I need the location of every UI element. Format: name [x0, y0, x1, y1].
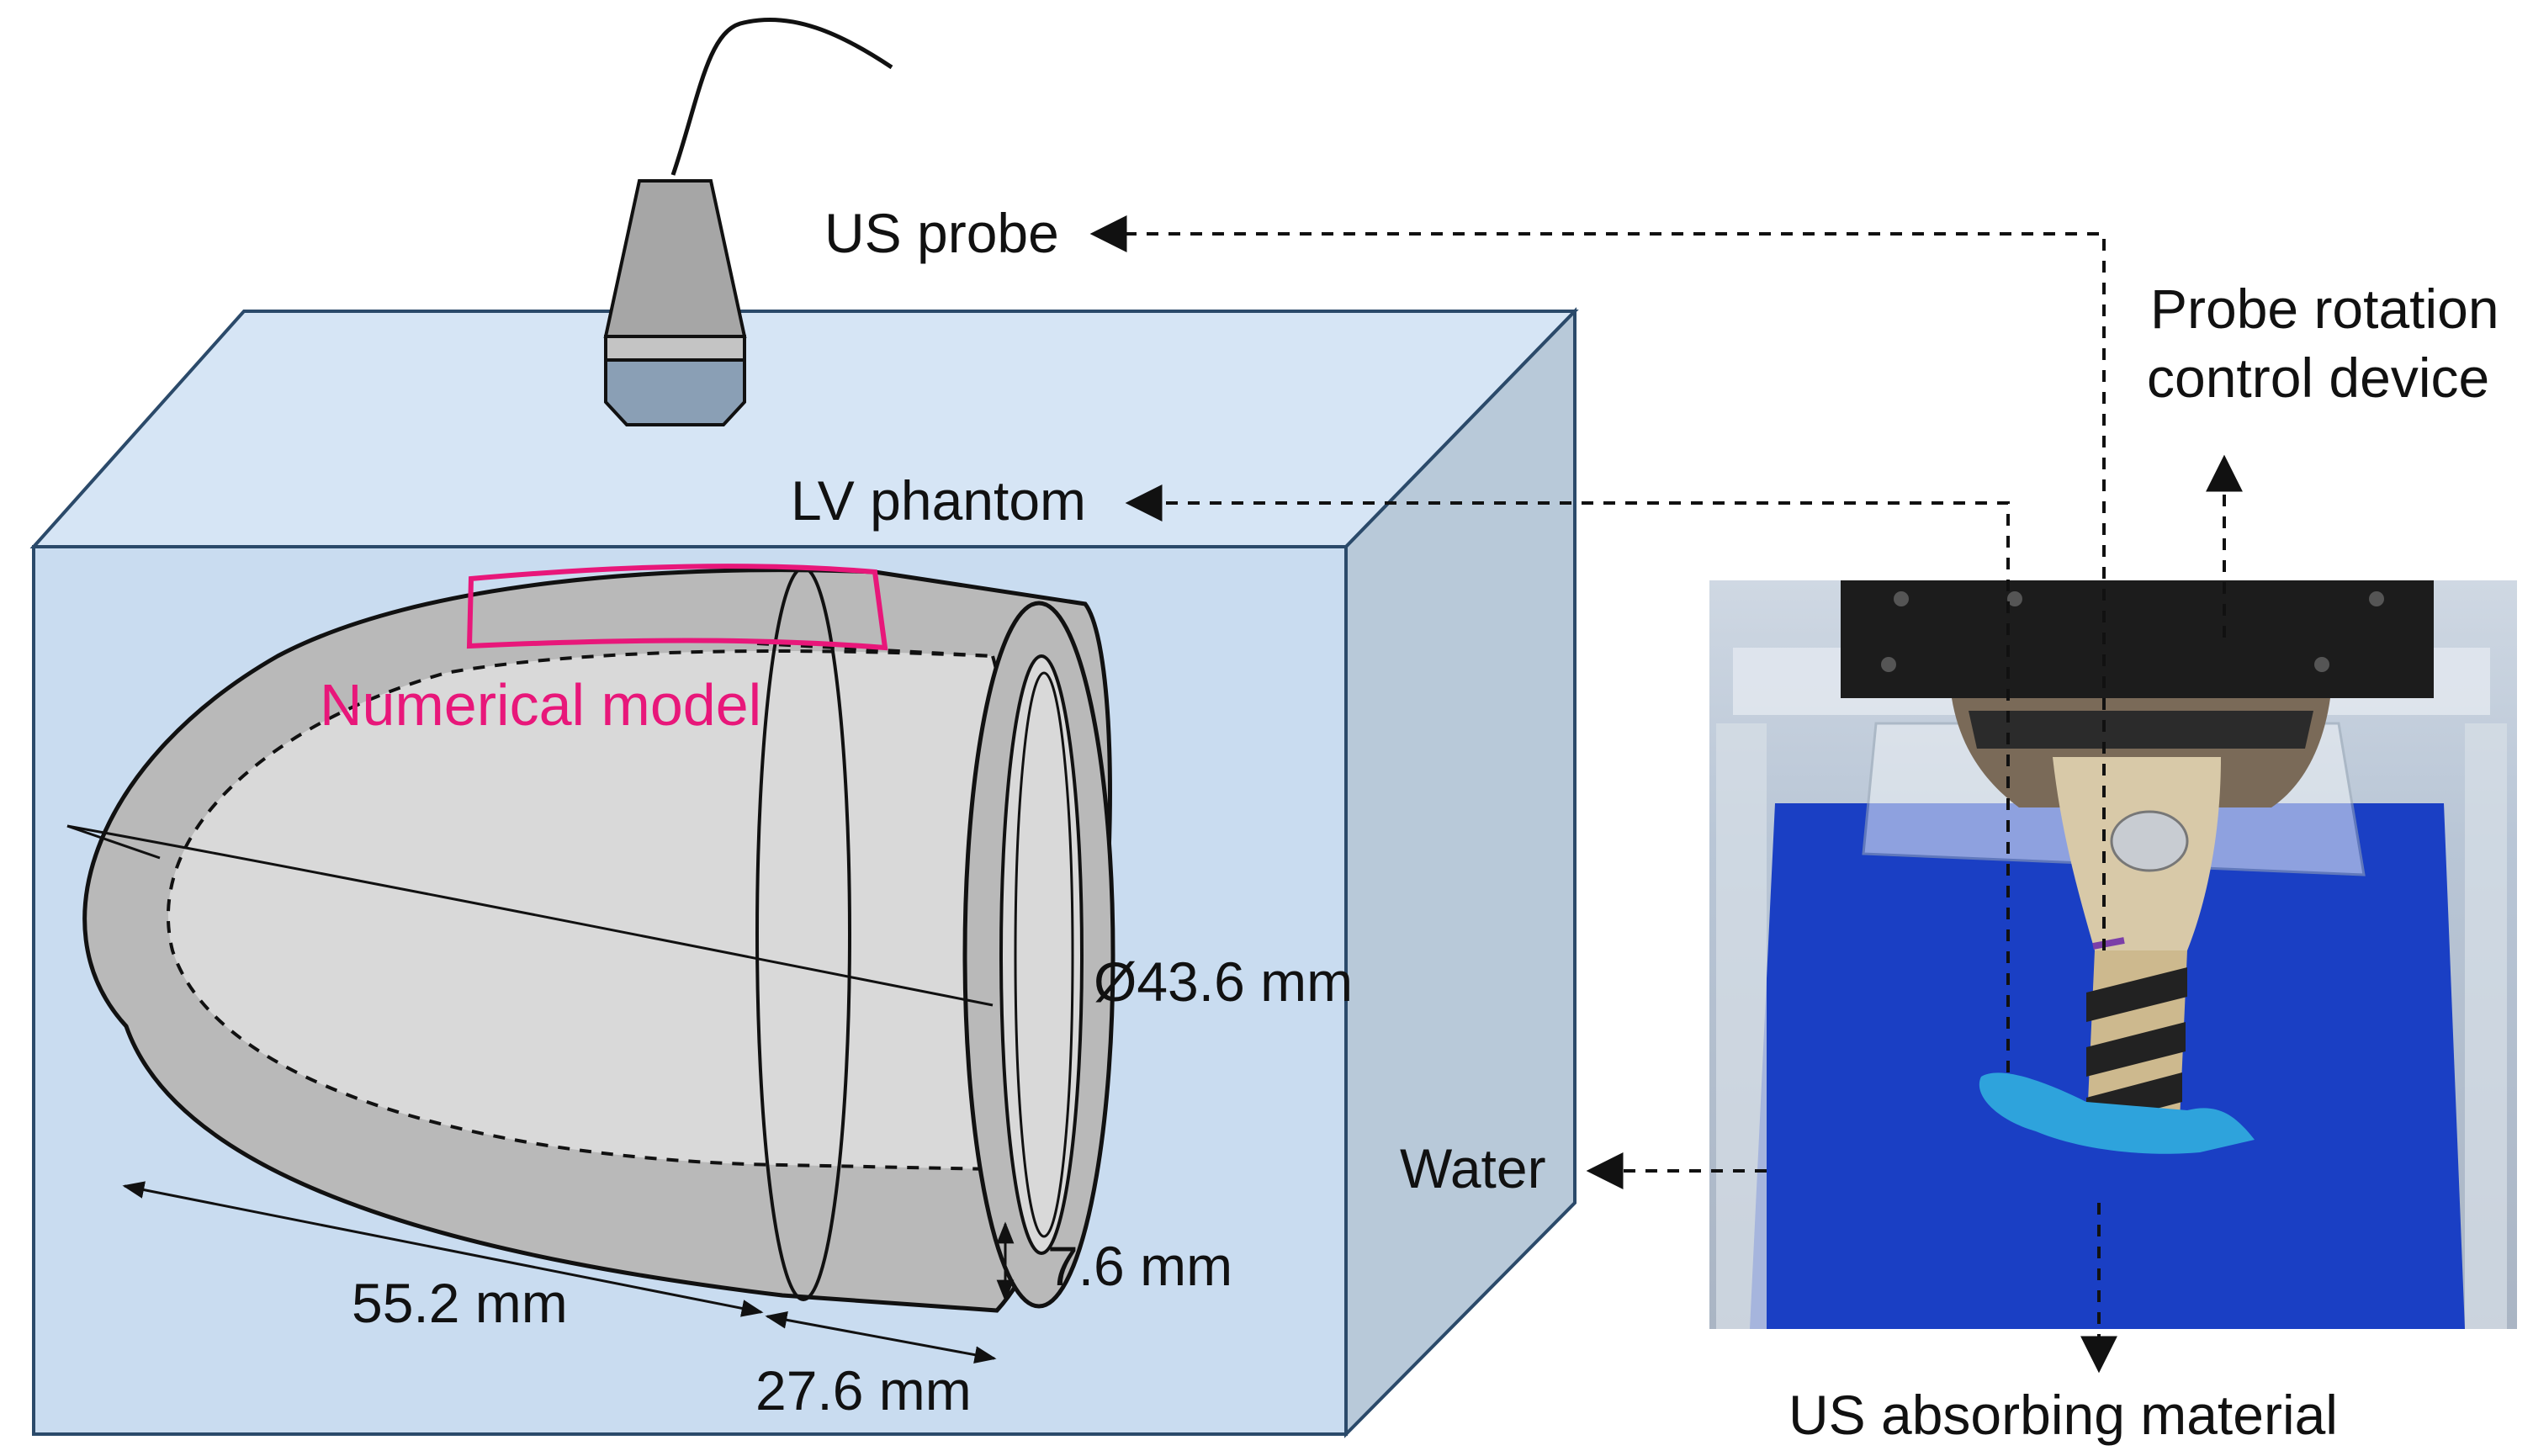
photo-probe-marker: [2092, 937, 2125, 950]
dimension-line-short: [765, 1311, 997, 1363]
callout-arrows: [1089, 215, 2243, 1374]
arrow-lv-phantom: [1125, 484, 2010, 1072]
length-long-label: 55.2 mm: [352, 1272, 568, 1334]
us-probe-icon: [603, 17, 893, 426]
photo-bolt-4: [1881, 657, 1896, 672]
dimension-line-long: [122, 1181, 764, 1317]
photo-right-rail: [2465, 723, 2507, 1329]
photo-left-rail: [1716, 723, 1767, 1329]
phantom-surface-line-2: [66, 824, 161, 860]
phantom-ring-inner-edge: [1014, 671, 1074, 1238]
phantom-surface-line-3: [756, 642, 994, 658]
lv-phantom-model: [66, 566, 1115, 1313]
photo-bolt-1: [1894, 591, 1909, 606]
phantom-surface-line-1: [66, 824, 994, 1007]
diameter-label: Ø43.6 mm: [1094, 950, 1353, 1013]
wall-thickness-label: 7.6 mm: [1047, 1235, 1232, 1297]
photo-probe-band-2: [2086, 1022, 2186, 1077]
probe-cable: [670, 17, 893, 176]
lv-phantom-label: LV phantom: [791, 469, 1086, 532]
phantom-ring-inner: [999, 654, 1084, 1255]
photo-cyan-phantom: [1979, 1072, 2255, 1154]
phantom-inner-cavity: [167, 649, 1019, 1172]
probe-rotation-label-line2: control device: [2147, 347, 2489, 409]
photo-probe-band-1: [2086, 967, 2187, 1022]
setup-photo: [1709, 580, 2517, 1329]
probe-body: [603, 179, 747, 338]
probe-rotation-label-line1: Probe rotation: [2150, 278, 2499, 340]
photo-rotation-device-plate: [1841, 580, 2434, 698]
photo-bolt-5: [2314, 657, 2329, 672]
numerical-model-region: [466, 564, 888, 651]
water-label: Water: [1400, 1137, 1546, 1199]
photo-rotation-ring: [1969, 711, 2313, 749]
us-absorbing-material-label: US absorbing material: [1788, 1384, 2338, 1446]
length-short-label: 27.6 mm: [755, 1359, 972, 1422]
numerical-model-label: Numerical model: [320, 672, 761, 738]
photo-bolt-2: [2007, 591, 2022, 606]
photo-probe-cap: [2110, 810, 2189, 872]
us-probe-label: US probe: [824, 202, 1059, 264]
probe-tip: [604, 358, 746, 426]
probe-collar: [604, 335, 746, 362]
photo-bolt-3: [2369, 591, 2384, 606]
dimension-annotations: Ø43.6 mm 7.6 mm 55.2 mm 27.6 mm: [122, 950, 1353, 1422]
